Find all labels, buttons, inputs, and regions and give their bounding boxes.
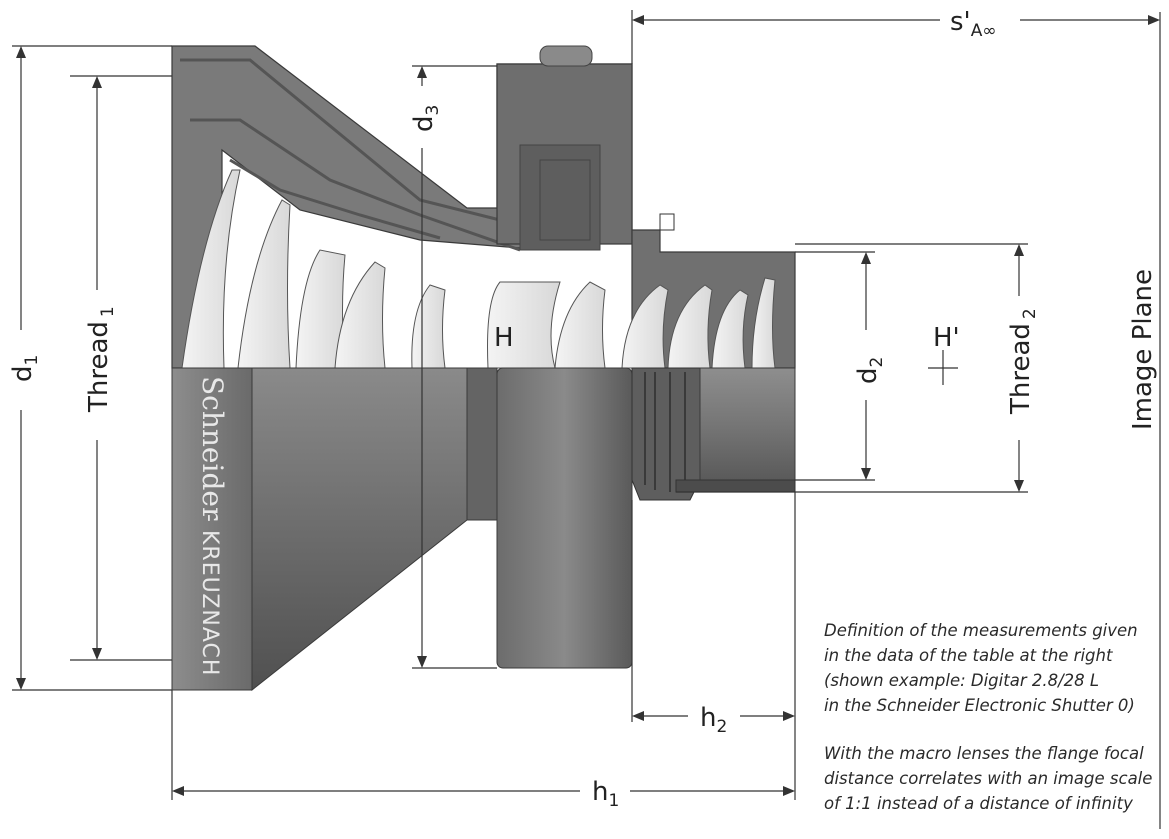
lens-body: Schneider - KREUZNACH — [171, 45, 796, 692]
cone-joint — [466, 367, 498, 521]
caption-paragraph-2: With the macro lenses the flange focal d… — [824, 744, 1153, 813]
rear-detail-knob — [659, 213, 675, 231]
label-s-prime: s'A∞ — [950, 7, 997, 41]
lens-element-6 — [487, 281, 561, 369]
front-cylinder — [171, 367, 253, 691]
lens-element-11 — [751, 277, 776, 369]
lens-element-1 — [181, 169, 241, 369]
caption-note: Definition of the measurements given in … — [824, 618, 1164, 839]
label-d2: d2 — [853, 357, 887, 384]
label-d3: d3 — [409, 105, 443, 132]
brand-name: Schneider — [196, 376, 229, 521]
label-h2: h2 — [700, 703, 727, 737]
label-thread-1: Thread1 — [84, 306, 118, 413]
shutter-housing-lower — [496, 367, 633, 669]
label-H-prime: H' — [933, 323, 960, 353]
lens-element-8 — [621, 284, 669, 369]
rear-barrel-lower — [699, 367, 796, 481]
label-H: H — [494, 323, 514, 353]
lens-element-4 — [334, 261, 386, 369]
brand-lettering: Schneider - KREUZNACH — [196, 376, 229, 676]
label-image-plane: Image Plane — [1128, 269, 1158, 430]
lens-element-9 — [667, 284, 713, 369]
lens-element-2 — [237, 199, 291, 369]
lens-element-7 — [554, 281, 606, 369]
ring-lines — [644, 372, 686, 492]
dimension-lines — [12, 10, 1161, 829]
rear-barrel-edge — [675, 479, 796, 493]
label-d1: d1 — [8, 355, 42, 382]
brand-location: KREUZNACH — [197, 530, 222, 676]
lens-element-5 — [411, 284, 446, 369]
lens-element-10 — [711, 289, 749, 369]
arrowheads — [16, 15, 1160, 796]
lower-cone — [251, 367, 468, 692]
brand-separator: - — [197, 514, 222, 522]
shutter-inner-detail — [519, 144, 601, 251]
label-thread-2: Thread2 — [1006, 308, 1040, 415]
glass-elements — [181, 169, 776, 369]
label-h1: h1 — [592, 777, 619, 811]
dimension-labels: s'A∞ d1 Thread1 d3 H d2 H' Thread2 Image… — [8, 7, 1158, 811]
caption-paragraph-1: Definition of the measurements given in … — [824, 621, 1138, 715]
shutter-knob — [539, 45, 593, 67]
